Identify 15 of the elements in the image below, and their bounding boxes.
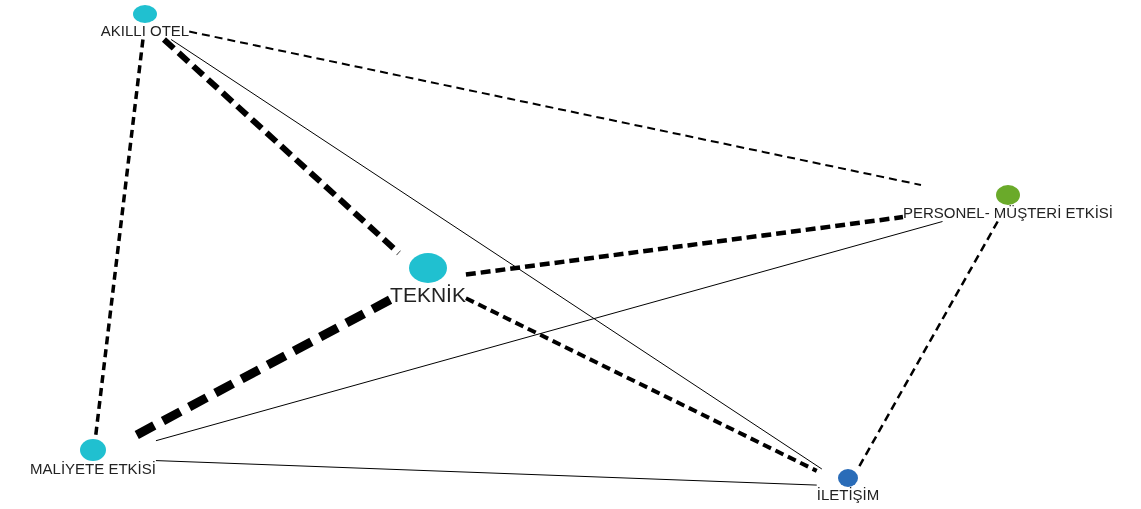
network-node <box>816 469 880 504</box>
connector-line <box>155 460 818 486</box>
dashed-connector <box>856 220 999 470</box>
node-label: AKILLI OTEL <box>100 23 190 40</box>
node-label: TEKNİK <box>390 283 466 307</box>
node-label: İLETİŞİM <box>816 487 880 504</box>
node-label: PERSONEL- MÜŞTERİ ETKİSİ <box>902 205 1113 222</box>
connector-line <box>155 221 943 442</box>
dashed-connector <box>465 296 818 473</box>
node-label: MALİYETE ETKİSİ <box>30 461 156 478</box>
connector-line <box>170 39 823 470</box>
dashed-connector <box>465 214 904 277</box>
network-node <box>902 185 1113 222</box>
dashed-connector <box>161 37 401 256</box>
dashed-connector <box>188 30 922 186</box>
